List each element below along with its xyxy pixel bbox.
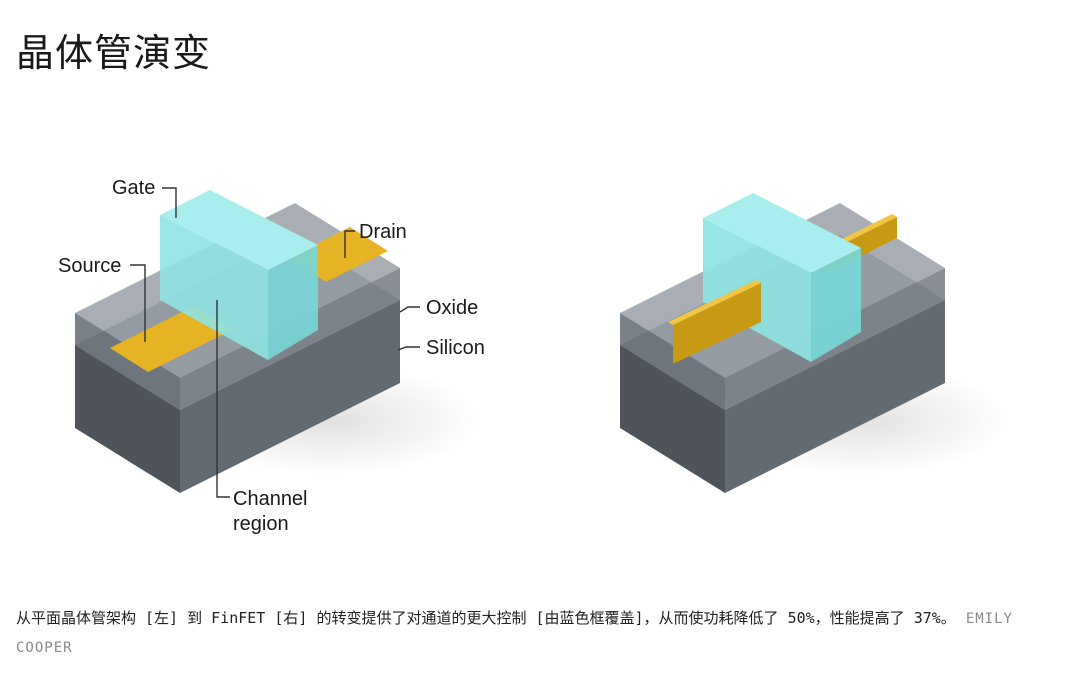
channel-label-line2: region (233, 513, 289, 535)
source-label: Source (58, 255, 121, 277)
caption-text: 从平面晶体管架构 [左] 到 FinFET [右] 的转变提供了对通道的更大控制… (16, 609, 956, 627)
drain-label: Drain (359, 221, 407, 243)
planar-transistor: Gate Drain Source Oxide Silicon Channel … (58, 177, 485, 535)
page-title: 晶体管演变 (16, 31, 212, 75)
figure-caption: 从平面晶体管架构 [左] 到 FinFET [右] 的转变提供了对通道的更大控制… (16, 604, 1066, 662)
finfet-transistor (620, 193, 1010, 493)
channel-label-line1: Channel (233, 488, 308, 510)
oxide-label: Oxide (426, 297, 478, 319)
planar-leader-lines (130, 187, 420, 498)
planar-gate-block (160, 190, 318, 360)
gate-label: Gate (112, 177, 155, 199)
finfet-fin-source (668, 280, 761, 364)
caption-credit: EMILY COOPER (16, 611, 1013, 656)
transistor-diagram: Gate Drain Source Oxide Silicon Channel … (58, 177, 1010, 535)
silicon-label: Silicon (426, 337, 485, 359)
